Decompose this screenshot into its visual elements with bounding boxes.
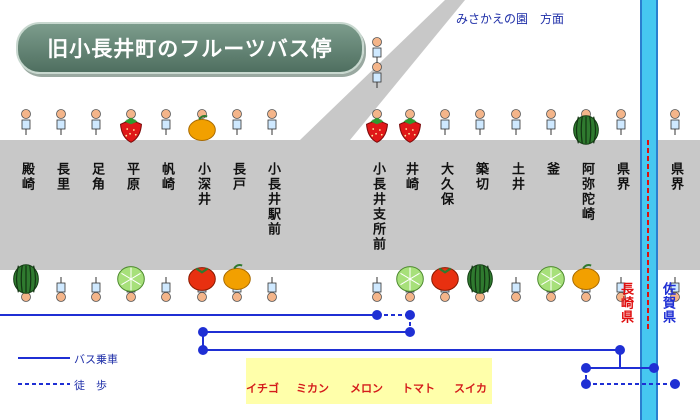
main-road [0, 140, 700, 270]
stop-name: 小深井 [195, 162, 210, 207]
bus-stop-sign-icon [511, 109, 521, 135]
tomato-icon [188, 267, 216, 291]
route-node [372, 310, 382, 320]
stop-name: 築切 [473, 162, 488, 192]
fruit-legend-label: トマト [402, 382, 435, 395]
map-title: 旧小長井町のフルーツバス停 [16, 22, 364, 74]
melon-icon [537, 266, 565, 292]
route-node [670, 379, 680, 389]
strawberry-icon [399, 117, 421, 143]
stop-name: 小長井支所前 [370, 162, 385, 252]
legend-walk-label: 徒 歩 [74, 379, 107, 392]
bus-stop-sign-icon [511, 277, 521, 302]
strawberry-icon [120, 117, 142, 143]
route-node [405, 327, 415, 337]
mikan-icon [188, 114, 216, 141]
stop-name: 平原 [124, 162, 139, 192]
melon-icon [396, 266, 424, 292]
route-node [198, 345, 208, 355]
direction-label: みさかえの園 方面 [456, 12, 565, 26]
fruit-legend-label: メロン [350, 382, 383, 395]
bus-stop-sign-icon [21, 109, 31, 135]
bus-stop-sign-icon [372, 277, 382, 302]
stop-name: 阿弥陀崎 [579, 162, 594, 222]
route-node [615, 345, 625, 355]
watermelon-icon [13, 264, 39, 294]
prefecture-right: 佐賀県 [660, 282, 675, 324]
stop-name: 小長井駅前 [265, 162, 280, 237]
route-node [405, 310, 415, 320]
route-node [649, 363, 659, 373]
bus-stop-sign-icon [616, 109, 626, 135]
bus-stop-sign-icon [161, 277, 171, 302]
fruit-legend-label: ミカン [296, 382, 329, 395]
melon-icon [117, 266, 145, 292]
stop-name: 足角 [89, 162, 104, 192]
legend-bus-label: バス乗車 [74, 353, 118, 366]
stop-name: 帆崎 [159, 162, 174, 192]
prefecture-left: 長崎県 [618, 282, 633, 324]
bus-stop-sign-icon [546, 109, 556, 135]
bus-stop-sign-icon [232, 109, 242, 135]
bus-stop-sign-icon [440, 109, 450, 135]
fruit-legend [246, 358, 492, 404]
mikan-icon [572, 263, 600, 290]
bus-stop-sign-icon [670, 277, 680, 302]
stop-name: 県界 [614, 162, 629, 192]
stop-name: 長戸 [230, 162, 245, 192]
bus-stop-sign-icon [670, 109, 680, 135]
stop-name: 大久保 [438, 162, 453, 207]
bus-stop-sign-icon [91, 277, 101, 302]
river [640, 0, 658, 420]
bus-stop-sign-icon [56, 109, 66, 135]
tomato-icon [431, 267, 459, 291]
stop-name: 釜 [544, 162, 559, 177]
watermelon-icon [573, 115, 599, 145]
bus-stop-sign-icon [267, 277, 277, 302]
stop-name: 殿崎 [19, 162, 34, 192]
route-node [198, 327, 208, 337]
stop-name: 県界 [668, 162, 683, 192]
fruit-legend-label: スイカ [454, 382, 487, 395]
bus-stop-sign-icon [56, 277, 66, 302]
strawberry-icon [366, 117, 388, 143]
bus-stop-sign-icon [161, 109, 171, 135]
bus-stop-sign-icon [91, 109, 101, 135]
stop-name: 土井 [509, 162, 524, 192]
stop-name: 井崎 [403, 162, 418, 192]
route-node [581, 363, 591, 373]
bus-stop-sign-icon [267, 109, 277, 135]
stop-name: 長里 [54, 162, 69, 192]
bus-stop-sign-icon [616, 277, 626, 302]
bus-stop-sign-icon [372, 37, 382, 63]
bus-stop-sign-icon [372, 62, 382, 88]
watermelon-icon [467, 264, 493, 294]
bus-stop-sign-icon [475, 109, 485, 135]
fruit-legend-label: イチゴ [246, 382, 279, 395]
mikan-icon [223, 263, 251, 290]
route-node [581, 379, 591, 389]
